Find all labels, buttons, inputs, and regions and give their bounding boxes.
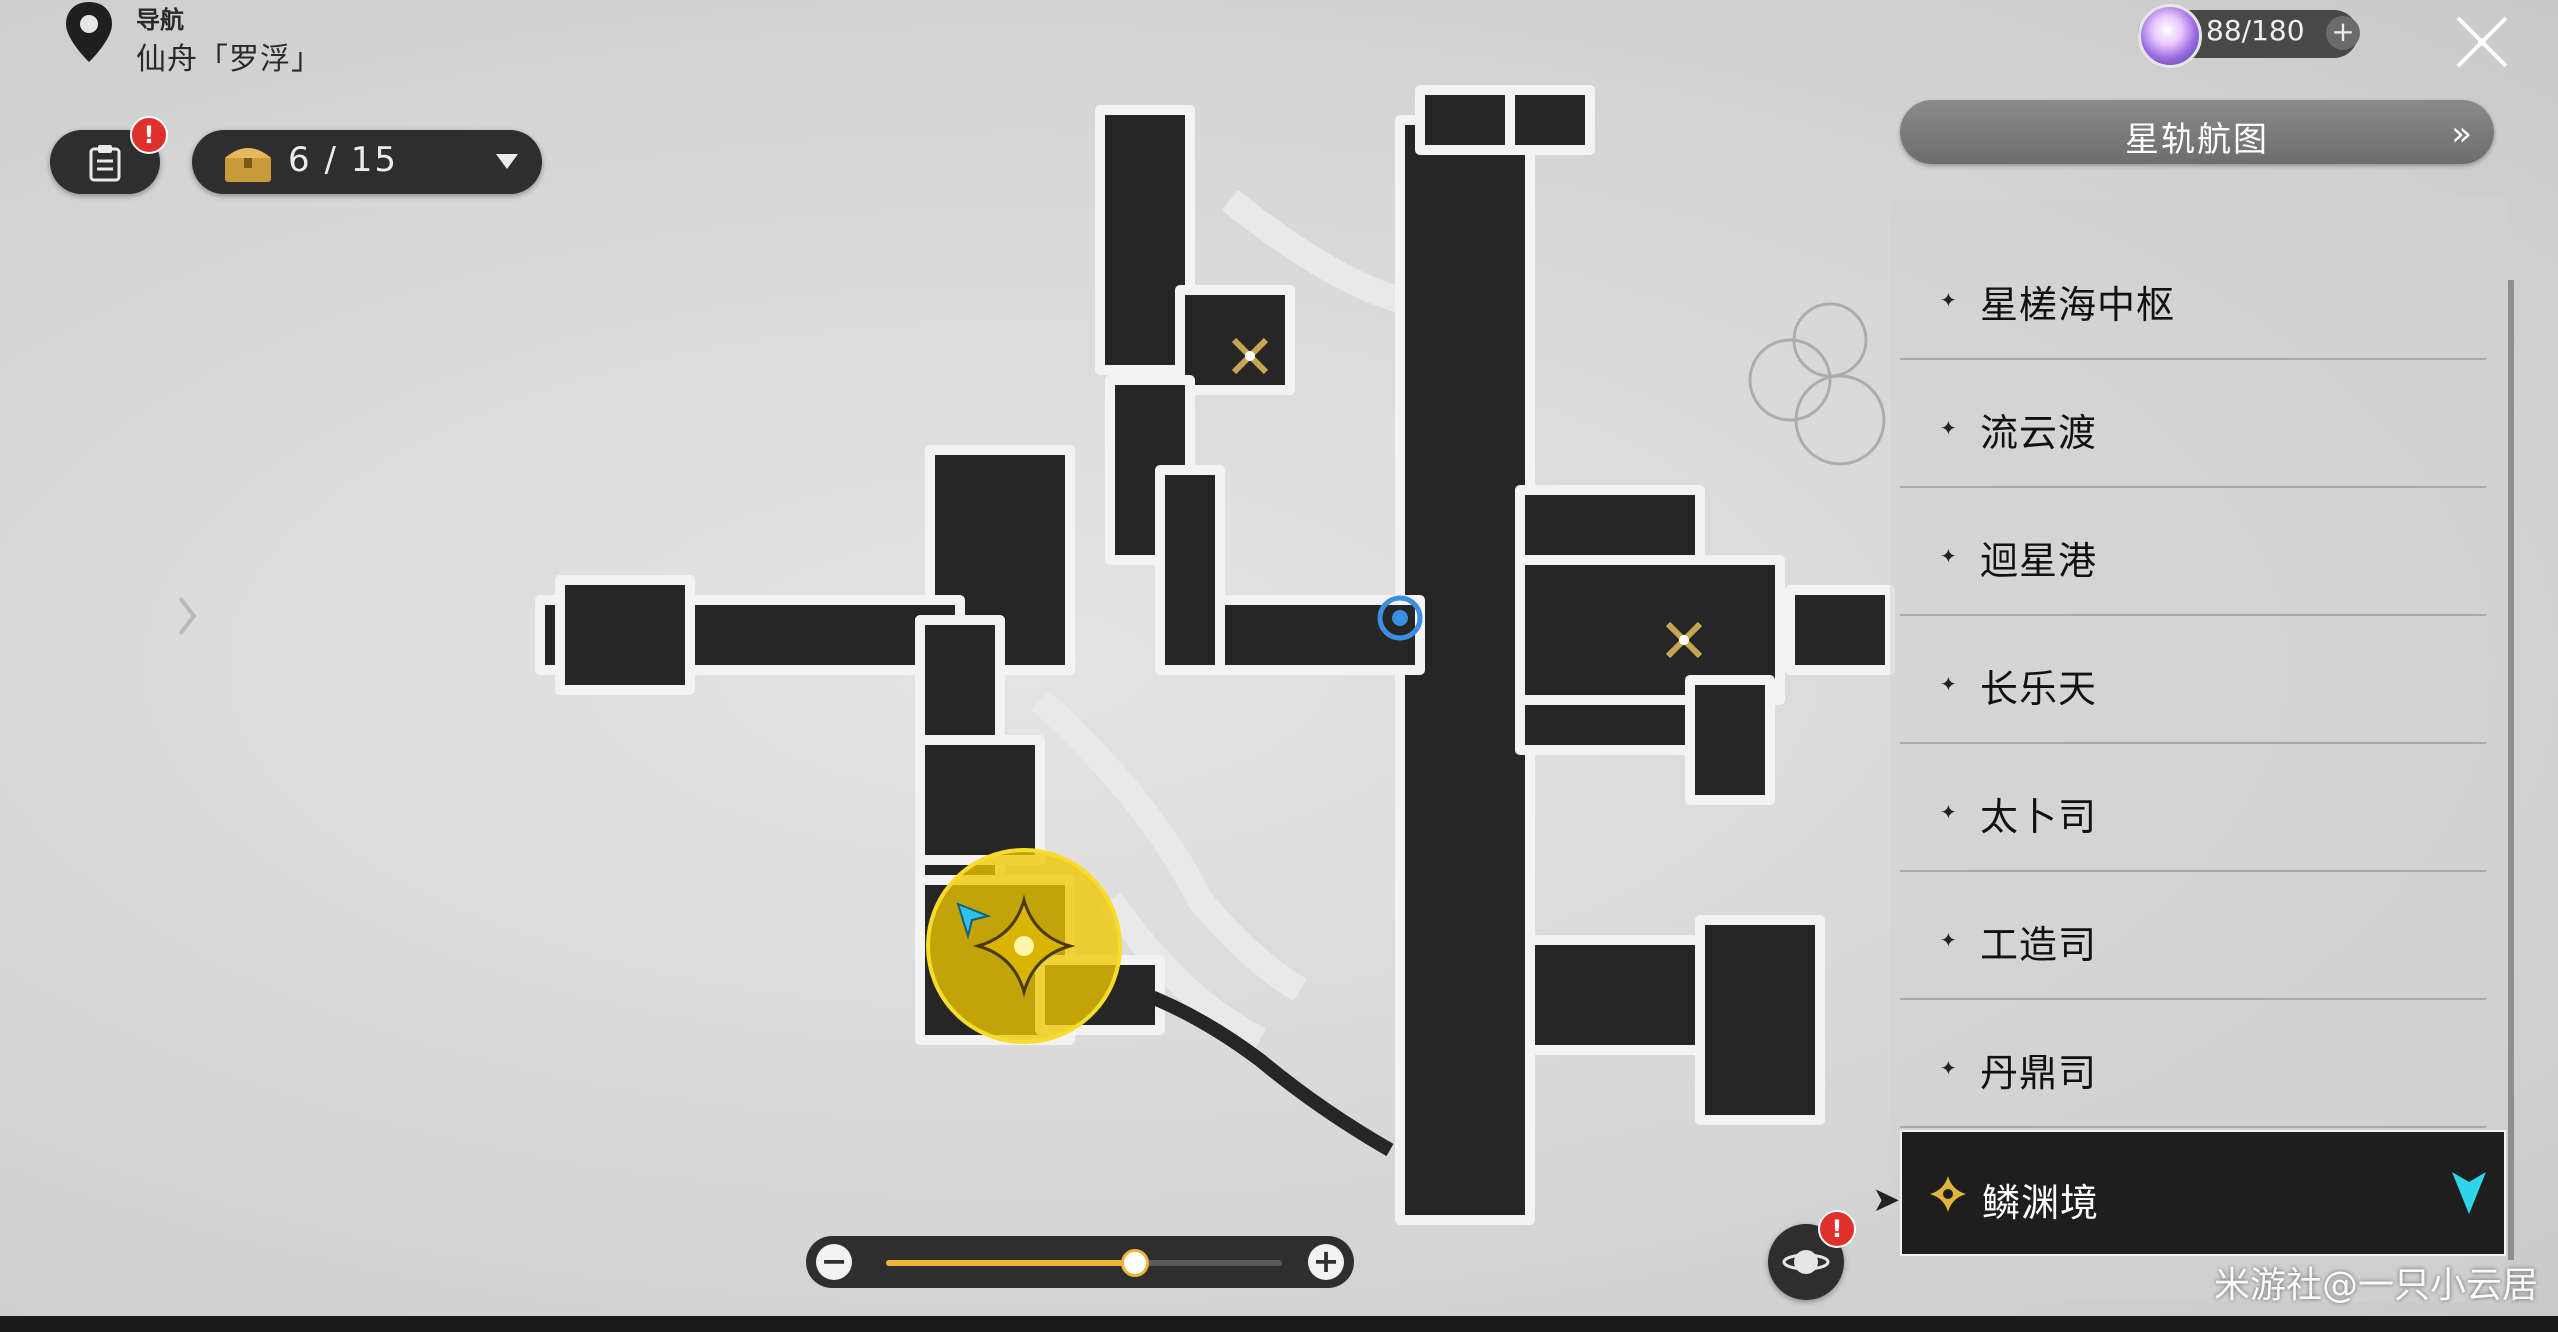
current-selection-arrow-icon: ➤ [1872, 1180, 1901, 1220]
player-cursor-icon [956, 902, 992, 940]
zoom-in-button[interactable]: + [1308, 1244, 1344, 1280]
clipboard-icon [89, 145, 121, 182]
region-item-dandingsi[interactable]: ✦ 丹鼎司 [1900, 1002, 2506, 1128]
row-divider [1900, 358, 2486, 360]
region-item-gongzaosi[interactable]: ✦ 工造司 [1900, 874, 2506, 1000]
enemy-marker-icon[interactable] [1231, 337, 1269, 375]
planet-icon [1782, 1250, 1830, 1274]
mission-log-button[interactable]: ! [50, 116, 168, 194]
region-item-label: 迴星港 [1980, 539, 2098, 583]
region-item-huixinggang[interactable]: ✦ 迴星港 [1900, 490, 2506, 616]
row-divider [1900, 486, 2486, 488]
region-list-panel[interactable] [1890, 198, 2510, 1302]
zoom-slider-track[interactable] [886, 1249, 1282, 1277]
current-location-pin-icon [2452, 1172, 2486, 1214]
map-regions [535, 85, 1895, 1225]
scrollbar-thumb[interactable] [2508, 280, 2514, 1260]
row-divider [1900, 614, 2486, 616]
left-arrow-icon[interactable] [178, 596, 197, 636]
star-rail-map-label: 星轨航图 [2125, 120, 2269, 160]
map-paths [1031, 189, 1404, 1052]
region-item-liuyundu[interactable]: ✦ 流云渡 [1900, 362, 2506, 488]
region-name: 仙舟「罗浮」 [136, 42, 322, 77]
planet-button[interactable]: ! [1768, 1210, 1856, 1300]
notification-badge: ! [1818, 1210, 1856, 1248]
star-bullet-icon: ✦ [1940, 800, 1957, 824]
notification-badge: ! [130, 116, 168, 154]
zoom-slider-handle[interactable] [1121, 1249, 1150, 1277]
row-divider [1900, 870, 2486, 872]
region-item-linyuanjing[interactable]: 鳞渊境 [1900, 1130, 2506, 1256]
star-bullet-icon: ✦ [1940, 544, 1957, 568]
bottom-bar [0, 1316, 2558, 1332]
star-bullet-icon: ✦ [1940, 288, 1957, 312]
star-rail-map-button[interactable]: 星轨航图 » [1900, 100, 2494, 164]
region-item-xingchahai[interactable]: ✦ 星槎海中枢 [1900, 234, 2506, 360]
space-anchor-icon[interactable] [1377, 595, 1423, 641]
map-clouds [1748, 302, 1886, 466]
trailblaze-power-value: 88/180 [2206, 14, 2305, 47]
treasure-chest-icon [225, 148, 271, 182]
zoom-slider-fill [886, 1260, 1136, 1266]
region-star-icon [1930, 1176, 1966, 1212]
map-trail [1098, 973, 1394, 1157]
close-icon[interactable] [2450, 10, 2514, 74]
star-bullet-icon: ✦ [1940, 672, 1957, 696]
trailblaze-power-icon [2138, 4, 2202, 68]
chevron-down-icon [496, 154, 518, 169]
star-bullet-icon: ✦ [1940, 416, 1957, 440]
chest-count: 6 / 15 [288, 140, 398, 180]
location-pin-icon [66, 2, 112, 62]
treasure-chest-dropdown[interactable]: 6 / 15 [192, 130, 542, 194]
region-item-changletian[interactable]: ✦ 长乐天 [1900, 618, 2506, 744]
enemy-marker-icon[interactable] [1665, 621, 1703, 659]
region-item-label: 流云渡 [1980, 411, 2098, 455]
region-item-label: 工造司 [1980, 923, 2098, 967]
region-marker-icon[interactable] [972, 894, 1076, 998]
region-item-taibusi[interactable]: ✦ 太卜司 [1900, 746, 2506, 872]
star-bullet-icon: ✦ [1940, 928, 1957, 952]
row-divider [1900, 1126, 2486, 1128]
watermark: 米游社@一只小云居 [2214, 1265, 2539, 1306]
region-item-label: 鳞渊境 [1982, 1181, 2100, 1225]
region-item-label: 丹鼎司 [1980, 1051, 2098, 1095]
zoom-control: − + [806, 1236, 1354, 1288]
star-bullet-icon: ✦ [1940, 1056, 1957, 1080]
row-divider [1900, 742, 2486, 744]
region-item-label: 星槎海中枢 [1980, 283, 2176, 327]
row-divider [1900, 998, 2486, 1000]
add-power-button[interactable]: + [2326, 16, 2360, 50]
region-item-label: 长乐天 [1980, 667, 2098, 711]
nav-label: 导航 [136, 6, 184, 34]
zoom-out-button[interactable]: − [816, 1244, 852, 1280]
double-chevron-right-icon: » [2451, 114, 2472, 154]
region-item-label: 太卜司 [1980, 795, 2098, 839]
